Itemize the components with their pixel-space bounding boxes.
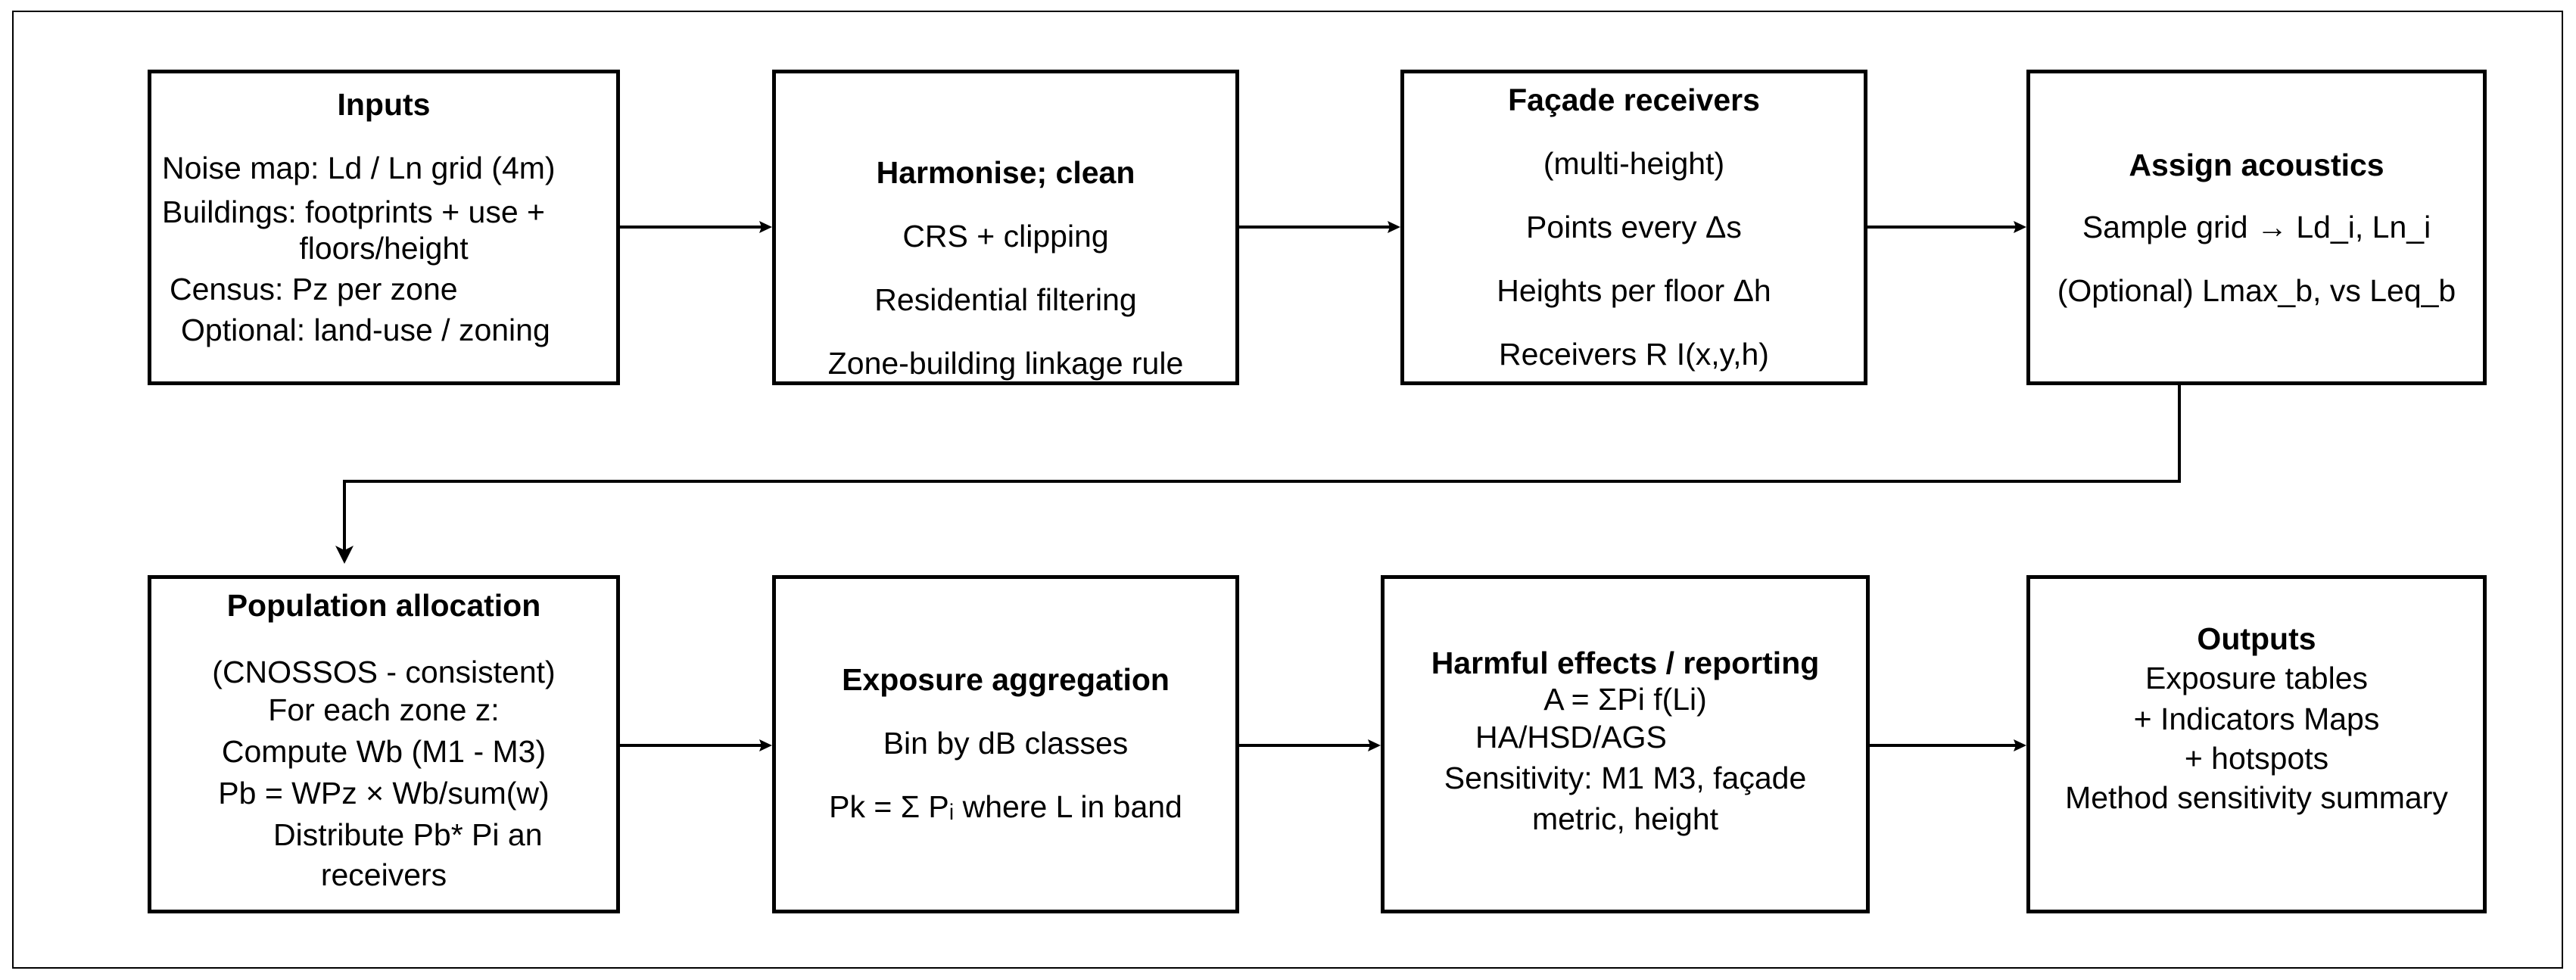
box-title: Exposure aggregation [842, 662, 1170, 697]
box-exposure-aggregation: Exposure aggregation Bin by dB classes P… [772, 575, 1239, 913]
box-line: Pb = WPz × Wb/sum(w) [218, 776, 550, 810]
box-harmonise: Harmonise; clean CRS + clipping Resident… [772, 70, 1239, 385]
box-line: + hotspots [2184, 741, 2329, 776]
box-line: Zone-building linkage rule [827, 346, 1184, 381]
box-line: Buildings: footprints + use + [162, 194, 545, 229]
box-line: Compute Wb (M1 - M3) [221, 734, 547, 769]
arrowhead-population [335, 546, 354, 564]
box-line: metric, height [1531, 801, 1719, 836]
box-title: Façade receivers [1508, 82, 1760, 117]
box-line: Noise map: Ld / Ln grid (4m) [162, 151, 556, 185]
box-line: Distribute Pb* Pi an [273, 817, 543, 852]
box-line: Sample grid → Ld_i, Ln_i [2082, 210, 2431, 244]
box-line: Points every Δs [1526, 210, 1742, 244]
box-line: Receivers R I(x,y,h) [1499, 337, 1769, 372]
box-title: Outputs [2197, 621, 2316, 656]
arrowhead-assign [2014, 221, 2026, 233]
box-line: Method sensitivity summary [2065, 780, 2448, 815]
box-line: Sensitivity: M1 M3, façade [1444, 761, 1807, 795]
box-title: Inputs [337, 87, 431, 122]
box-line: Exposure tables [2145, 661, 2368, 695]
arrow-assign-to-population [343, 384, 2181, 551]
box-title: Assign acoustics [2129, 148, 2384, 182]
box-line: HA/HSD/AGS [1475, 720, 1667, 754]
box-title: Harmful effects / reporting [1431, 646, 1820, 680]
box-line: (Optional) Lmax_b, vs Leq_b [2057, 273, 2456, 308]
box-line: floors/height [299, 231, 469, 266]
box-line: Optional: land-use / zoning [181, 313, 550, 347]
arrowhead-harmonise [759, 221, 772, 233]
box-inputs: Inputs Noise map: Ld / Ln grid (4m) Buil… [148, 70, 620, 385]
arrowhead-harmful [1368, 739, 1381, 751]
box-line: For each zone z: [268, 692, 500, 727]
box-population-allocation: Population allocation (CNOSSOS - consist… [148, 575, 620, 913]
box-line: (multi-height) [1543, 146, 1725, 181]
arrowhead-facade [1388, 221, 1400, 233]
arrowhead-outputs [2014, 739, 2026, 751]
box-title: Harmonise; clean [876, 155, 1135, 190]
box-facade-receivers: Façade receivers (multi-height) Points e… [1400, 70, 1867, 385]
box-line: Bin by dB classes [883, 726, 1129, 761]
box-title: Population allocation [226, 588, 541, 623]
box-line: A = ΣPi f(Li) [1543, 682, 1707, 717]
box-line: CRS + clipping [902, 219, 1109, 254]
arrowhead-exposure [759, 739, 772, 751]
box-line: + Indicators Maps [2133, 702, 2380, 736]
box-line: Residential filtering [874, 282, 1137, 317]
box-harmful-effects: Harmful effects / reporting A = ΣPi f(Li… [1381, 575, 1870, 913]
diagram-frame [12, 11, 2563, 969]
box-outputs: Outputs Exposure tables + Indicators Map… [2026, 575, 2487, 913]
box-line: Pk = Σ Pᵢ where L in band [829, 789, 1182, 824]
box-line: (CNOSSOS - consistent) [212, 655, 556, 689]
box-line: receivers [320, 857, 447, 892]
box-assign-acoustics: Assign acoustics Sample grid → Ld_i, Ln_… [2026, 70, 2487, 385]
box-line: Census: Pz per zone [170, 272, 458, 306]
box-line: Heights per floor Δh [1497, 273, 1771, 308]
